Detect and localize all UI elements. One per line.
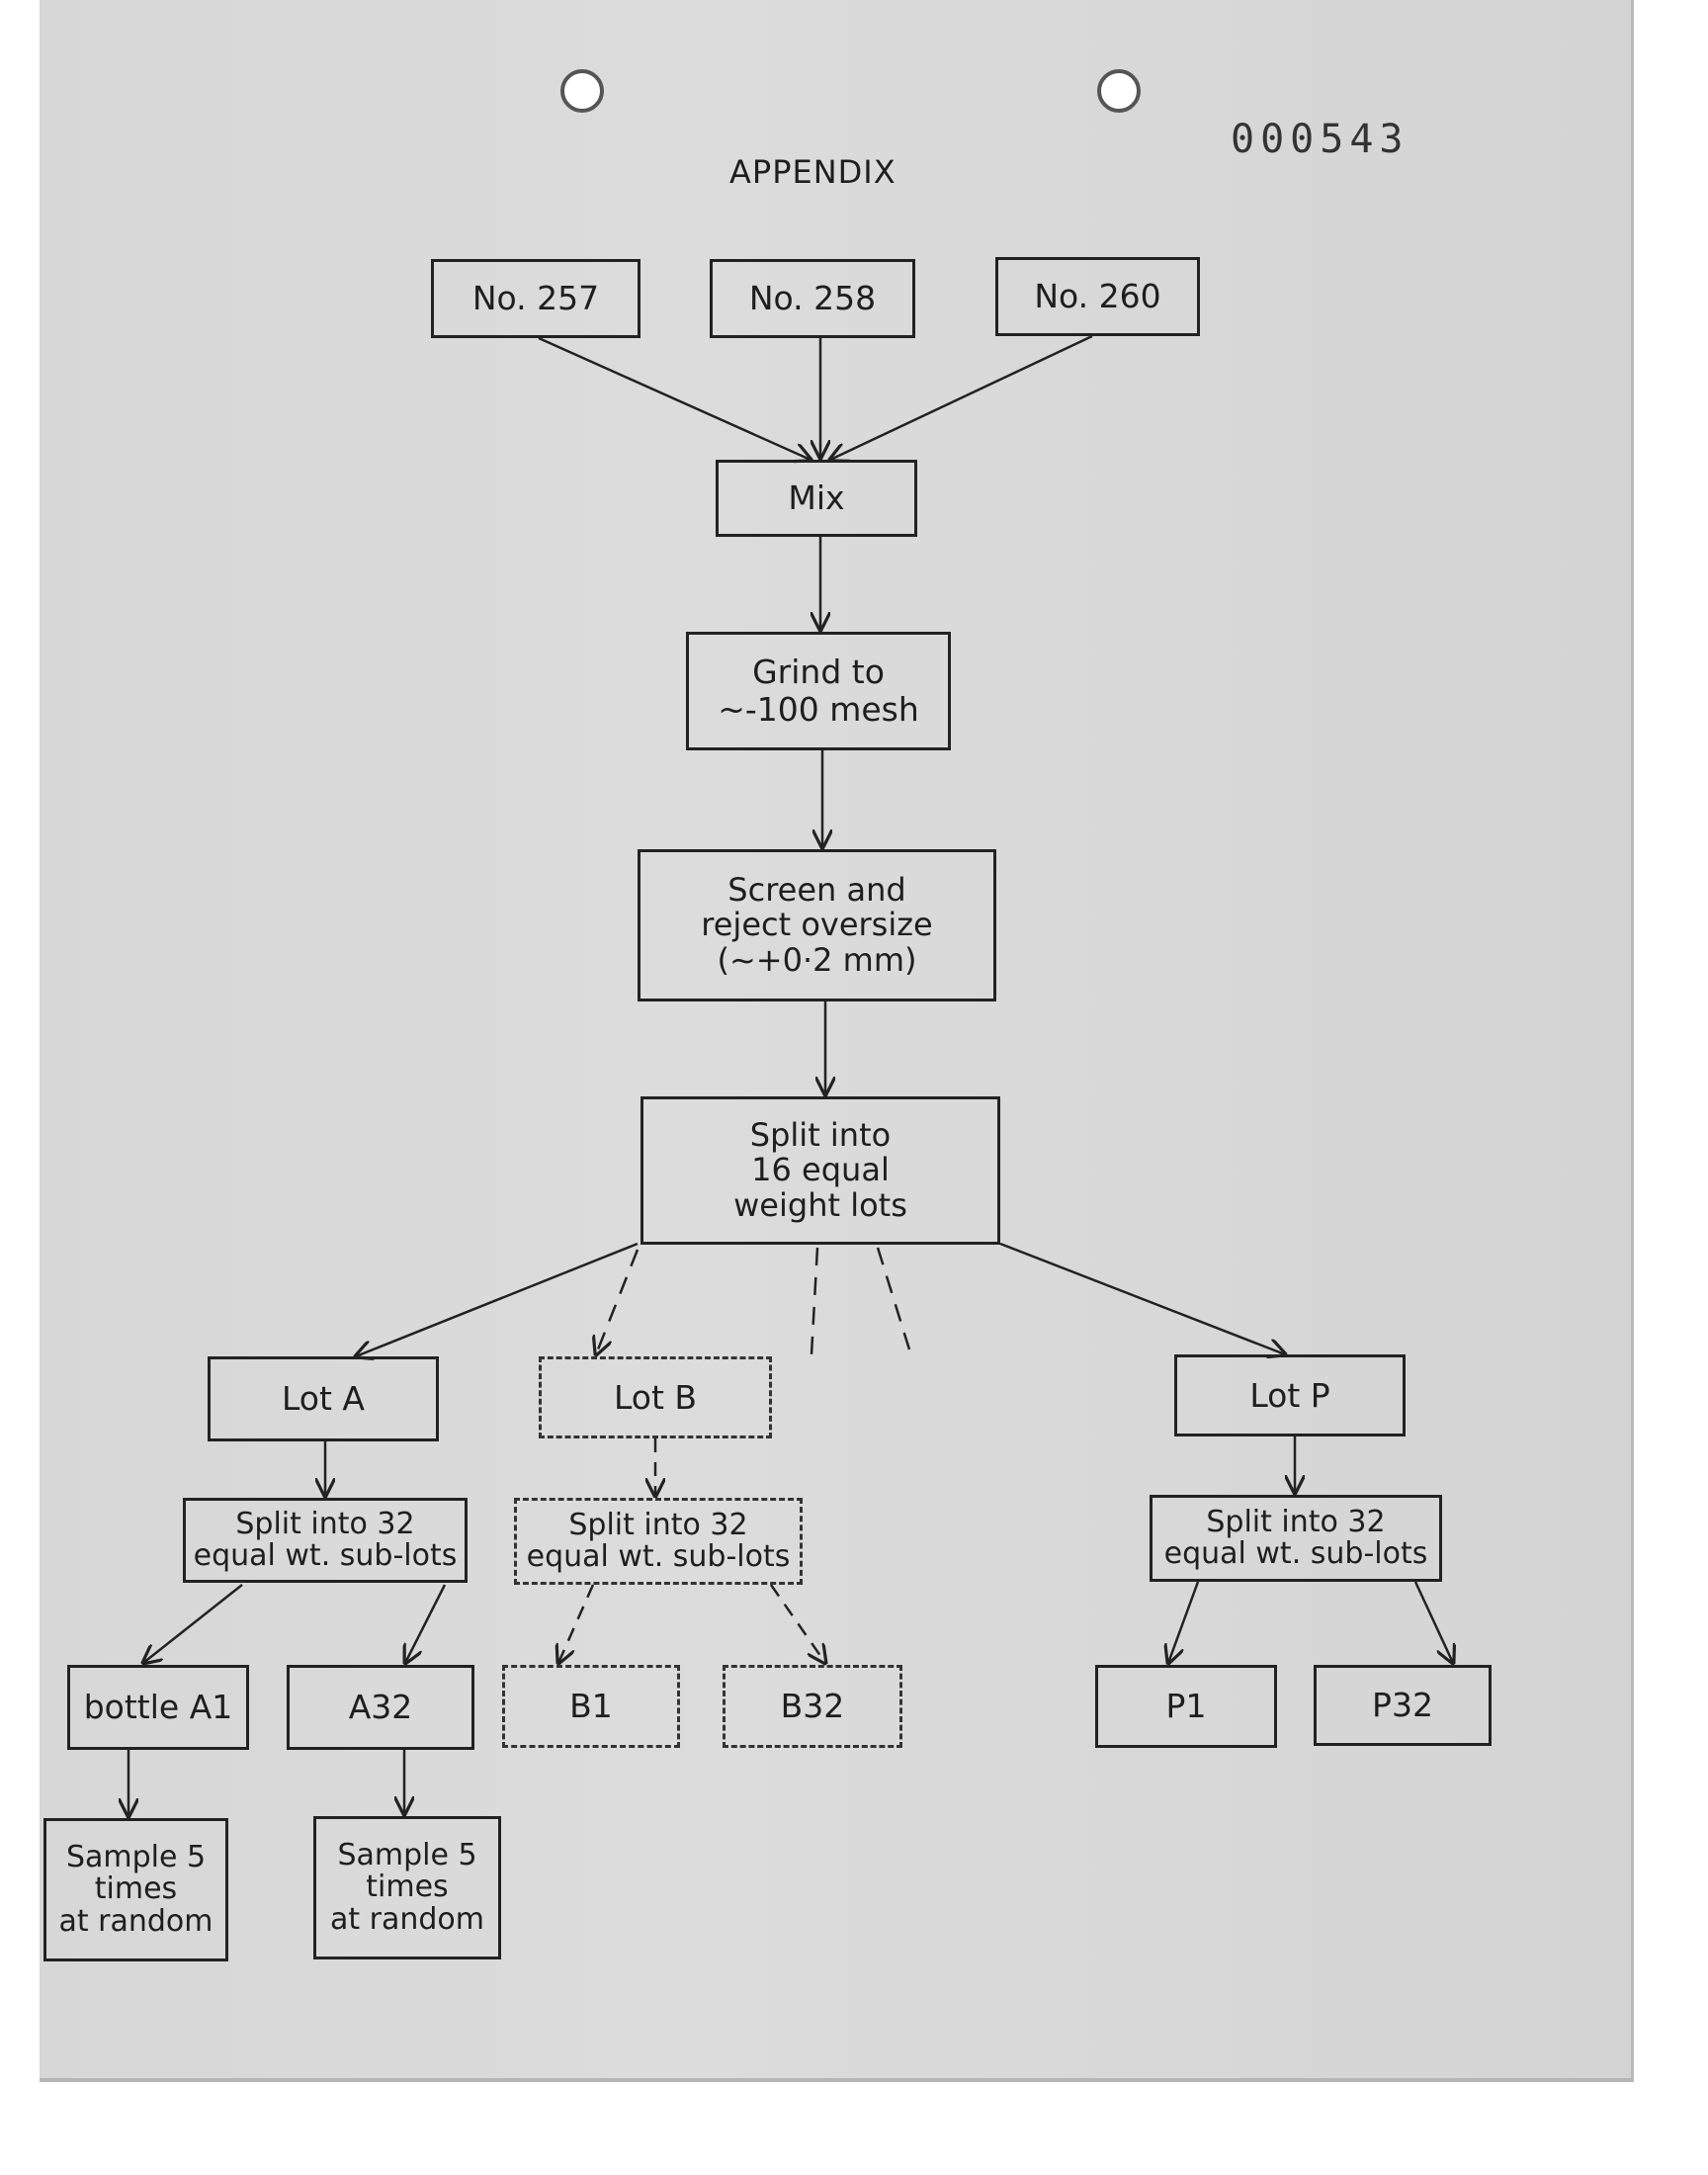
source-label: No. 257 bbox=[471, 279, 600, 318]
sample-line: Sample 5 bbox=[337, 1837, 477, 1872]
split-32-box-p: Split into 32 equal wt. sub-lots bbox=[1150, 1495, 1442, 1582]
sample-line: at random bbox=[58, 1903, 214, 1939]
bottle-b32-box: B32 bbox=[723, 1665, 902, 1748]
connector-260-to-mix bbox=[830, 334, 1093, 460]
grind-line: ~-100 mesh bbox=[718, 690, 919, 729]
mix-box: Mix bbox=[716, 460, 917, 537]
screen-box: Screen and reject oversize (~+0·2 mm) bbox=[638, 849, 996, 1001]
screen-line: reject oversize bbox=[701, 906, 933, 944]
connector-split-b-to-b1 bbox=[558, 1584, 595, 1663]
connector-split-to-lot-b bbox=[596, 1249, 640, 1354]
bottle-b1-box: B1 bbox=[502, 1665, 680, 1748]
grind-line: Grind to bbox=[752, 652, 885, 692]
bottle-label: B32 bbox=[780, 1687, 845, 1726]
bottle-label: bottle A1 bbox=[83, 1688, 233, 1727]
mix-label: Mix bbox=[788, 478, 845, 518]
sample-line: at random bbox=[329, 1901, 485, 1937]
sample-box-a32: Sample 5 times at random bbox=[313, 1816, 501, 1959]
split-32-line: Split into 32 bbox=[235, 1506, 415, 1541]
lot-a-box: Lot A bbox=[208, 1356, 439, 1441]
source-label: No. 258 bbox=[748, 279, 877, 318]
sample-line: Sample 5 bbox=[65, 1839, 207, 1874]
bottle-p32-box: P32 bbox=[1314, 1665, 1492, 1746]
lot-label: Lot B bbox=[613, 1377, 698, 1417]
grind-box: Grind to ~-100 mesh bbox=[686, 632, 951, 750]
split-32-line: Split into 32 bbox=[568, 1507, 748, 1542]
lot-b-box: Lot B bbox=[539, 1356, 772, 1438]
bottle-p1-box: P1 bbox=[1095, 1665, 1277, 1748]
connector-split-p-to-p32 bbox=[1413, 1581, 1453, 1663]
source-box-258: No. 258 bbox=[710, 259, 915, 338]
split-32-box-b: Split into 32 equal wt. sub-lots bbox=[514, 1498, 803, 1585]
source-label: No. 260 bbox=[1034, 277, 1161, 316]
split-32-box-a: Split into 32 equal wt. sub-lots bbox=[183, 1498, 468, 1583]
screen-line: (~+0·2 mm) bbox=[717, 940, 917, 979]
sample-line: times bbox=[366, 1870, 449, 1905]
bottle-label: A32 bbox=[348, 1688, 413, 1727]
source-box-260: No. 260 bbox=[995, 257, 1200, 336]
document-number: 000543 bbox=[1231, 117, 1409, 162]
connector-split-dashed-1 bbox=[810, 1247, 819, 1355]
split-32-line: equal wt. sub-lots bbox=[526, 1539, 791, 1574]
connector-split-a-to-a1 bbox=[143, 1584, 243, 1663]
bottle-a32-box: A32 bbox=[287, 1665, 474, 1750]
connector-split-b-to-b32 bbox=[769, 1584, 825, 1663]
split-main-line: 16 equal bbox=[751, 1151, 890, 1189]
lot-p-box: Lot P bbox=[1174, 1354, 1406, 1436]
bottle-label: B1 bbox=[569, 1687, 613, 1726]
split-main-line: weight lots bbox=[733, 1185, 907, 1224]
connector-split-to-lot-p bbox=[999, 1242, 1285, 1354]
split-32-line: Split into 32 bbox=[1206, 1504, 1386, 1539]
document-sheet bbox=[40, 0, 1634, 2082]
connector-split-to-lot-a bbox=[356, 1242, 639, 1356]
connector-split-dashed-2 bbox=[876, 1247, 911, 1350]
split-32-line: equal wt. sub-lots bbox=[1163, 1536, 1428, 1571]
connector-257-to-mix bbox=[538, 336, 811, 460]
connector-split-a-to-a32 bbox=[405, 1584, 447, 1663]
sample-line: times bbox=[94, 1871, 178, 1907]
source-box-257: No. 257 bbox=[431, 259, 640, 338]
bottle-a1-box: bottle A1 bbox=[67, 1665, 249, 1750]
screen-line: Screen and bbox=[727, 871, 906, 910]
punch-hole-left bbox=[560, 69, 604, 113]
lot-label: Lot P bbox=[1249, 1375, 1330, 1415]
split-main-box: Split into 16 equal weight lots bbox=[640, 1096, 1000, 1245]
connector-split-p-to-p1 bbox=[1168, 1581, 1200, 1663]
bottle-label: P1 bbox=[1165, 1687, 1207, 1726]
punch-hole-right bbox=[1097, 69, 1141, 113]
sample-box-a1: Sample 5 times at random bbox=[43, 1818, 228, 1961]
split-main-line: Split into bbox=[749, 1116, 892, 1155]
page-title: APPENDIX bbox=[729, 153, 897, 191]
split-32-line: equal wt. sub-lots bbox=[193, 1538, 458, 1573]
bottle-label: P32 bbox=[1372, 1686, 1433, 1725]
lot-label: Lot A bbox=[282, 1379, 365, 1419]
